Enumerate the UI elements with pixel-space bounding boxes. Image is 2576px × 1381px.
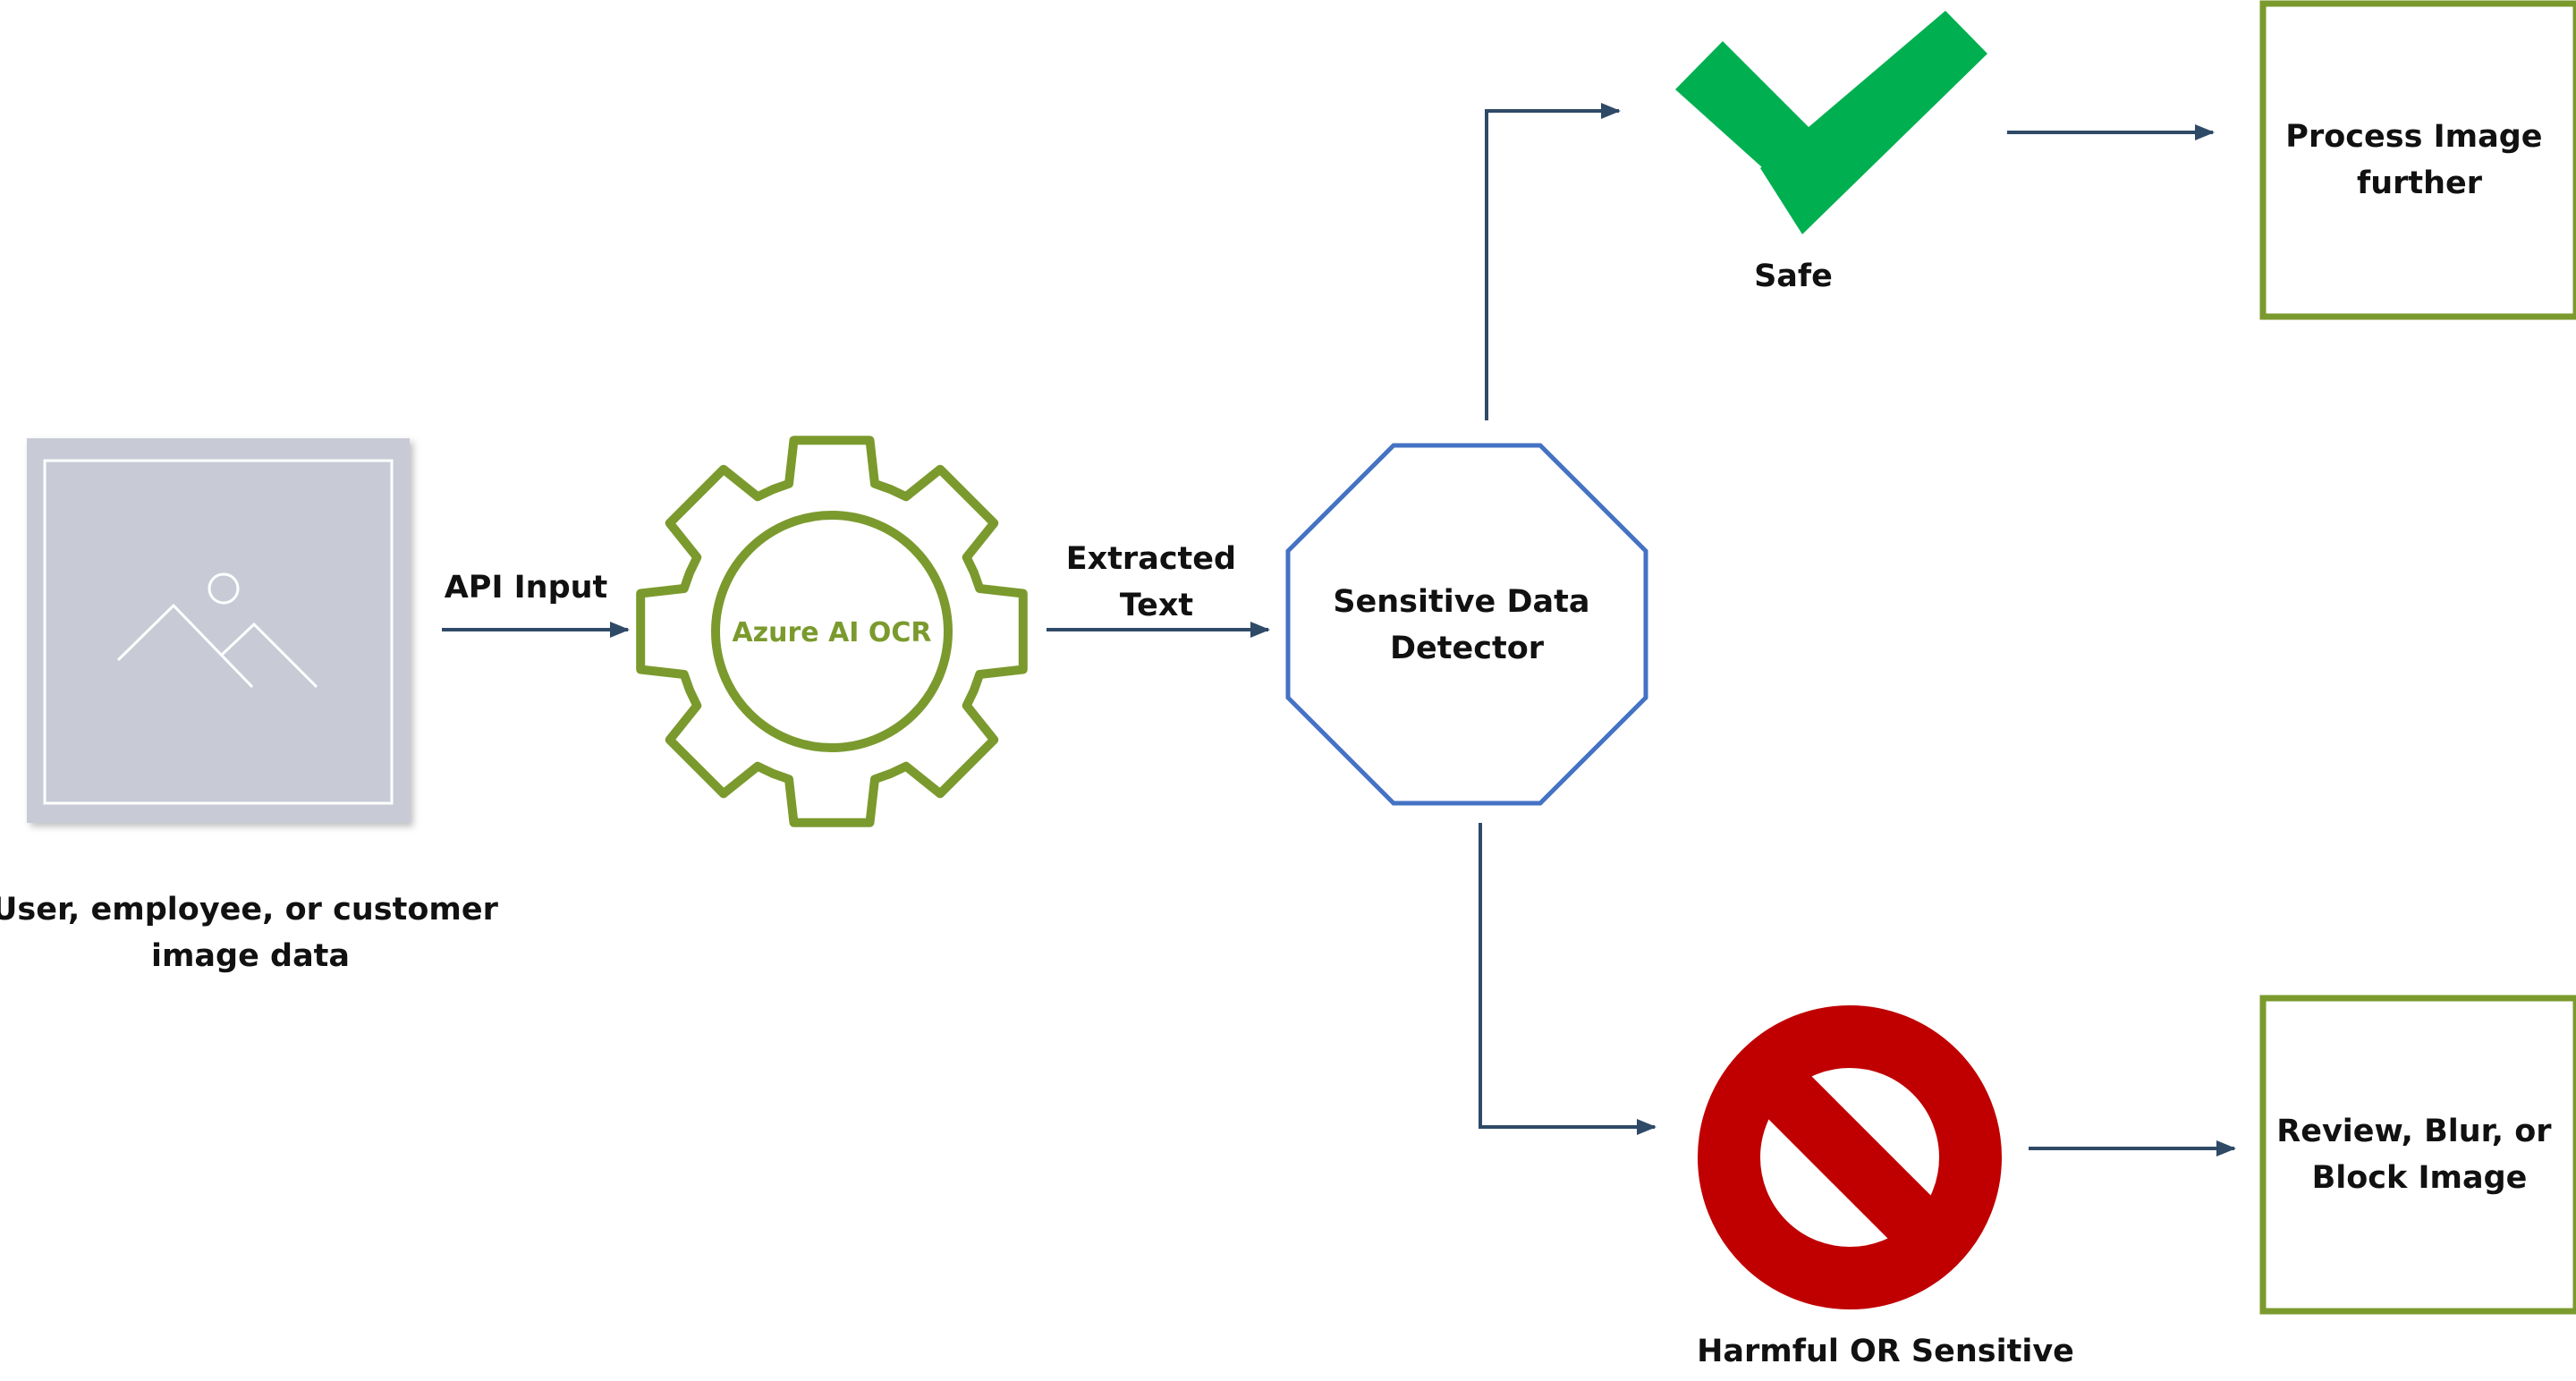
review-block-box [2259, 995, 2576, 1315]
input-caption: User, employee, or customer image data [0, 892, 509, 974]
detector-label: Sensitive Data Detector [1333, 584, 1600, 666]
safe-label: Safe [1754, 258, 1833, 294]
review-label: Review, Blur, or Block Image [2276, 1114, 2563, 1196]
checkmark-icon [1675, 11, 1987, 234]
extracted-text-label: Extracted Text [1066, 541, 1248, 623]
api-input-label: API Input [445, 570, 608, 606]
prohibited-icon [1698, 1005, 2002, 1309]
sensitive-data-detector [1285, 443, 1648, 806]
harmful-label: Harmful OR Sensitive [1697, 1334, 2074, 1369]
ocr-label: Azure AI OCR [732, 617, 931, 648]
arrow-to-harmful [1479, 823, 1657, 1135]
process-label: Process Image further [2285, 119, 2553, 201]
process-image-box [2259, 0, 2576, 320]
gear-icon [636, 436, 1028, 827]
arrow-to-safe [1485, 103, 1621, 420]
image-placeholder-icon [27, 438, 410, 823]
